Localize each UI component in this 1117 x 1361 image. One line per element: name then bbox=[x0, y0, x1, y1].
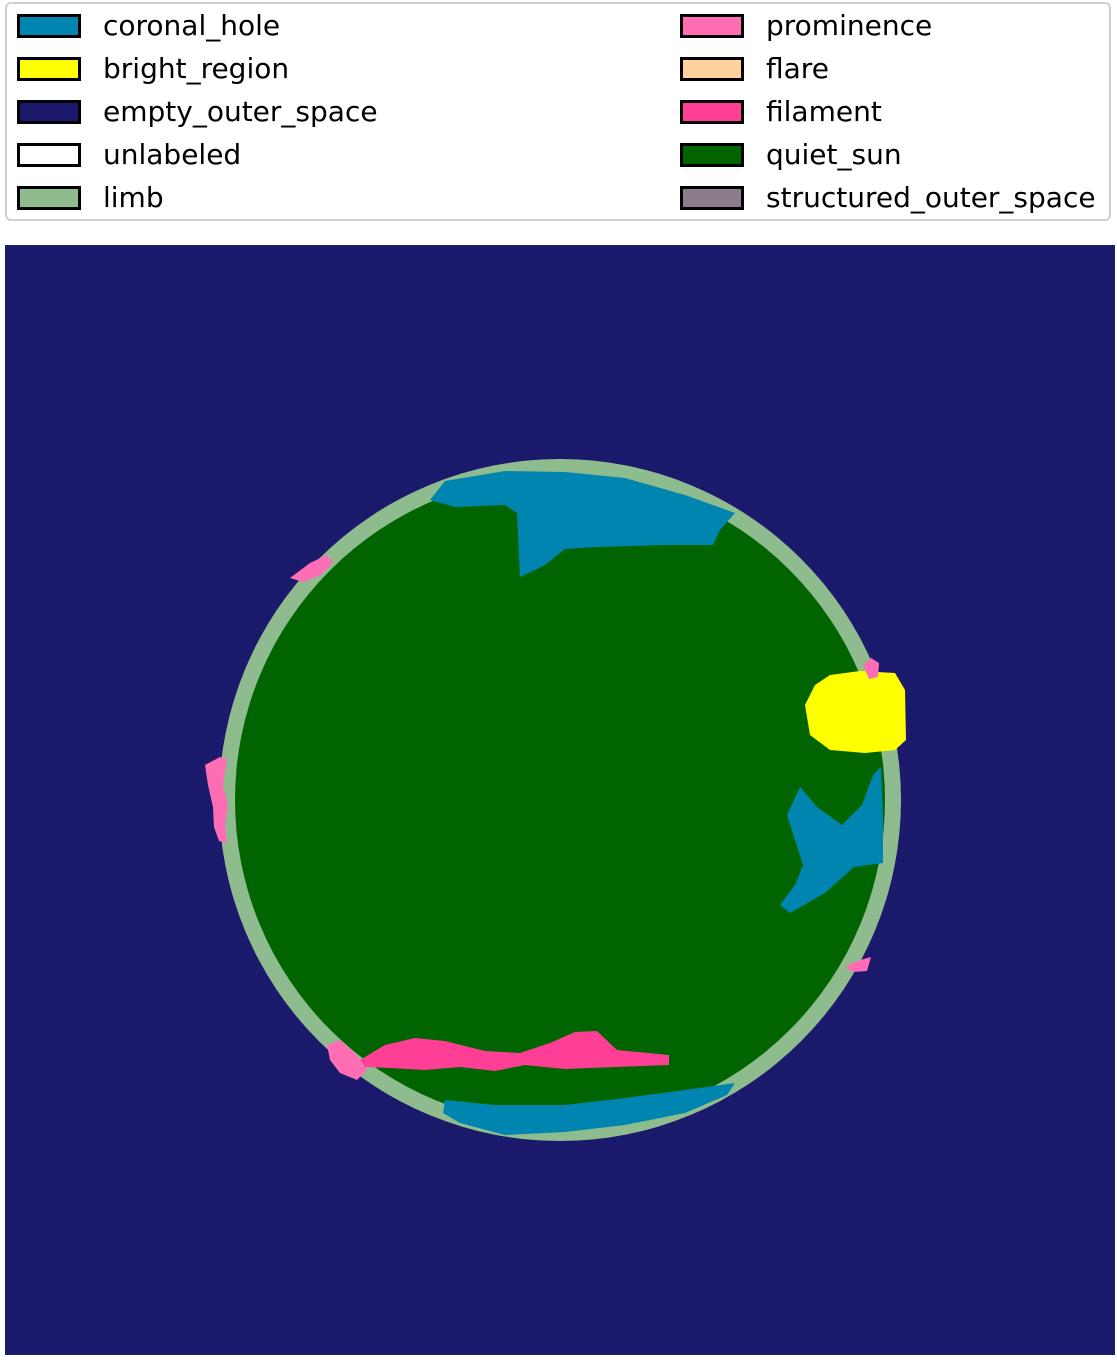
legend-item-prominence: prominence bbox=[680, 6, 932, 46]
legend-swatch bbox=[680, 14, 744, 38]
legend-label: flare bbox=[766, 52, 829, 85]
filament bbox=[360, 1031, 669, 1071]
legend-item-flare: flare bbox=[680, 49, 829, 89]
legend-label: unlabeled bbox=[103, 138, 242, 171]
legend-label: structured_outer_space bbox=[766, 181, 1096, 214]
prominence-north-west bbox=[290, 555, 333, 582]
legend-swatch bbox=[17, 143, 81, 167]
legend-swatch bbox=[680, 143, 744, 167]
prominence-east-small bbox=[863, 658, 879, 679]
legend-label: filament bbox=[766, 95, 882, 128]
legend-swatch bbox=[17, 57, 81, 81]
legend-item-coronal-hole: coronal_hole bbox=[17, 6, 280, 46]
solar-segmentation-map bbox=[5, 245, 1115, 1355]
legend-swatch bbox=[17, 14, 81, 38]
prominence-west bbox=[205, 757, 228, 843]
legend-item-limb: limb bbox=[17, 178, 164, 218]
legend-swatch bbox=[17, 186, 81, 210]
prominence-south-west bbox=[327, 1040, 367, 1080]
legend-swatch bbox=[680, 186, 744, 210]
coronal-hole-north bbox=[430, 471, 735, 577]
legend-swatch bbox=[680, 100, 744, 124]
legend-item-filament: filament bbox=[680, 92, 882, 132]
legend-item-unlabeled: unlabeled bbox=[17, 135, 241, 175]
legend-label: quiet_sun bbox=[766, 138, 902, 171]
quiet-sun-region bbox=[235, 475, 885, 1125]
prominence-south-east bbox=[845, 957, 871, 972]
coronal-hole-south bbox=[443, 1083, 735, 1135]
legend-label: bright_region bbox=[103, 52, 290, 85]
legend-swatch bbox=[680, 57, 744, 81]
legend-label: empty_outer_space bbox=[103, 95, 378, 128]
legend-label: prominence bbox=[766, 9, 933, 42]
legend-swatch bbox=[17, 100, 81, 124]
legend-item-empty-outer-space: empty_outer_space bbox=[17, 92, 378, 132]
legend-item-structured-outer-space: structured_outer_space bbox=[680, 178, 1096, 218]
legend-item-bright-region: bright_region bbox=[17, 49, 289, 89]
legend: coronal_hole bright_region empty_outer_s… bbox=[5, 2, 1111, 221]
legend-label: coronal_hole bbox=[103, 9, 281, 42]
legend-item-quiet-sun: quiet_sun bbox=[680, 135, 902, 175]
legend-label: limb bbox=[103, 181, 164, 214]
bright-region bbox=[805, 671, 906, 753]
coronal-hole-east bbox=[780, 767, 883, 913]
